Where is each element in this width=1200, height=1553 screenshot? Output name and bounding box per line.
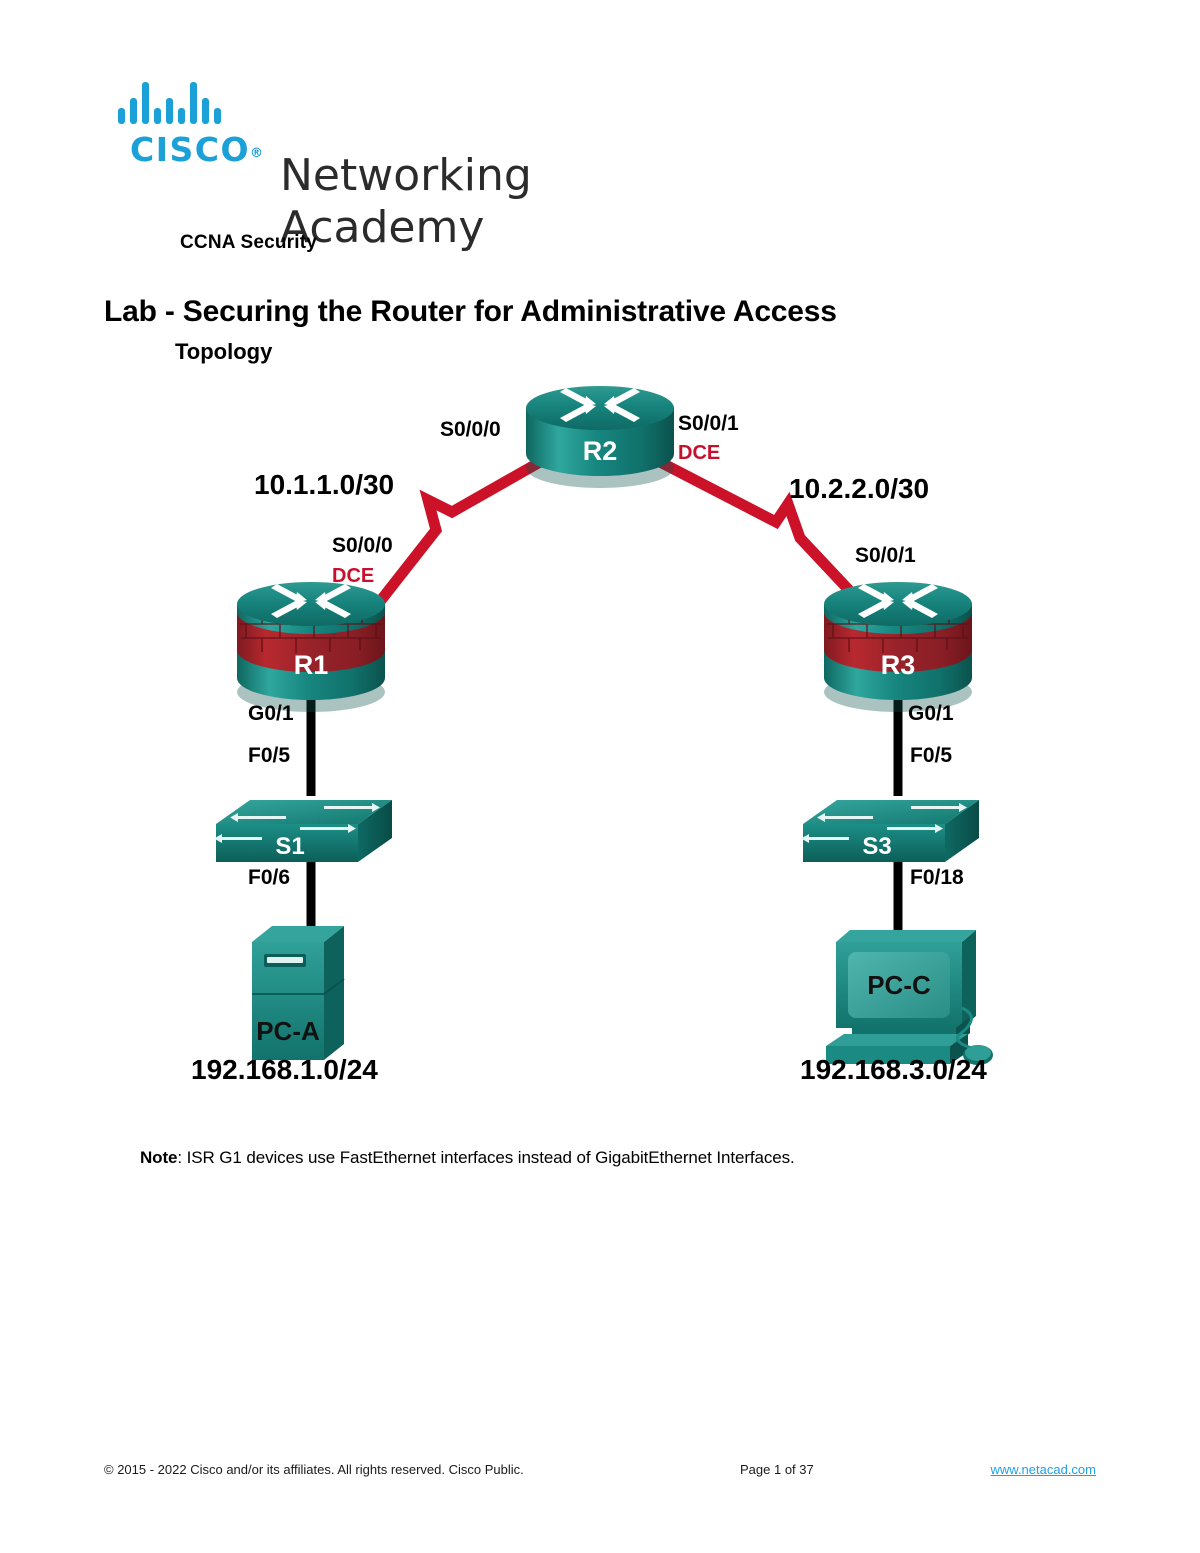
serial-link-r1-r2 <box>373 457 543 608</box>
footer-copyright: © 2015 - 2022 Cisco and/or its affiliate… <box>104 1462 524 1477</box>
interface-label-s3-f0-5: F0/5 <box>910 744 952 767</box>
device-s1: S1 <box>214 800 392 862</box>
course-name: CCNA Security <box>180 232 318 253</box>
device-label-pc-c: PC-C <box>867 970 931 1000</box>
interface-label-r3-s0-0-1: S0/0/1 <box>855 544 916 567</box>
cisco-wordmark: CISCO® <box>130 130 265 169</box>
interface-label-r3-g0-1: G0/1 <box>908 702 954 725</box>
page-title: Lab - Securing the Router for Administra… <box>104 295 837 329</box>
device-pc-a: PC-A <box>252 926 345 1060</box>
interface-label-r2-s0-0-1: S0/0/1 <box>678 412 739 435</box>
dce-label-r2: DCE <box>678 442 720 464</box>
note-label: Note <box>140 1148 178 1167</box>
device-r2: R2 <box>526 386 674 488</box>
serial-link-r2-r3 <box>657 457 867 608</box>
device-r1: R1 <box>237 582 385 712</box>
device-pc-c: PC-C <box>826 930 993 1065</box>
device-s3: S3 <box>801 800 979 862</box>
device-label-s3: S3 <box>862 833 891 860</box>
footer-page-number: Page 1 of 37 <box>740 1462 814 1477</box>
interface-label-r1-g0-1: G0/1 <box>248 702 294 725</box>
note-body: : ISR G1 devices use FastEthernet interf… <box>177 1148 795 1167</box>
device-label-r2: R2 <box>583 436 618 466</box>
cisco-bridge-icon <box>118 82 258 130</box>
network-label-lan-right: 192.168.3.0/24 <box>800 1054 987 1085</box>
monitor-screen <box>848 952 950 1018</box>
section-heading-topology: Topology <box>175 339 273 364</box>
logo-line-academy: Academy <box>280 202 485 253</box>
device-label-r3: R3 <box>881 650 916 680</box>
page-footer: © 2015 - 2022 Cisco and/or its affiliate… <box>104 1462 1096 1484</box>
device-label-r1: R1 <box>294 650 329 680</box>
device-label-pc-a: PC-A <box>256 1016 320 1046</box>
interface-label-r2-s0-0-0: S0/0/0 <box>440 418 501 441</box>
dce-label-r1: DCE <box>332 565 374 587</box>
device-r3: R3 <box>824 582 972 712</box>
note-text: Note: ISR G1 devices use FastEthernet in… <box>140 1148 795 1168</box>
cisco-networking-academy-logo: CISCO® Networking Academy <box>112 78 532 250</box>
interface-label-s3-f0-18: F0/18 <box>910 866 964 889</box>
footer-netacad-link[interactable]: www.netacad.com <box>990 1462 1097 1477</box>
network-label-lan-left: 192.168.1.0/24 <box>191 1054 378 1085</box>
switch-arrows-icon <box>214 803 380 843</box>
cisco-wordmark-text: CISCO <box>130 130 251 169</box>
interface-label-s1-f0-5: F0/5 <box>248 744 290 767</box>
switch-arrows-icon <box>801 803 967 843</box>
registered-trademark-icon: ® <box>250 146 265 161</box>
logo-line-networking: Networking <box>280 150 532 201</box>
network-label-wan-right: 10.2.2.0/30 <box>789 473 929 504</box>
network-label-wan-left: 10.1.1.0/30 <box>254 469 394 500</box>
device-label-s1: S1 <box>275 833 304 860</box>
interface-label-s1-f0-6: F0/6 <box>248 866 290 889</box>
network-topology-diagram: R2 R1 R3 <box>0 372 1200 1102</box>
interface-label-r1-s0-0-0: S0/0/0 <box>332 534 393 557</box>
